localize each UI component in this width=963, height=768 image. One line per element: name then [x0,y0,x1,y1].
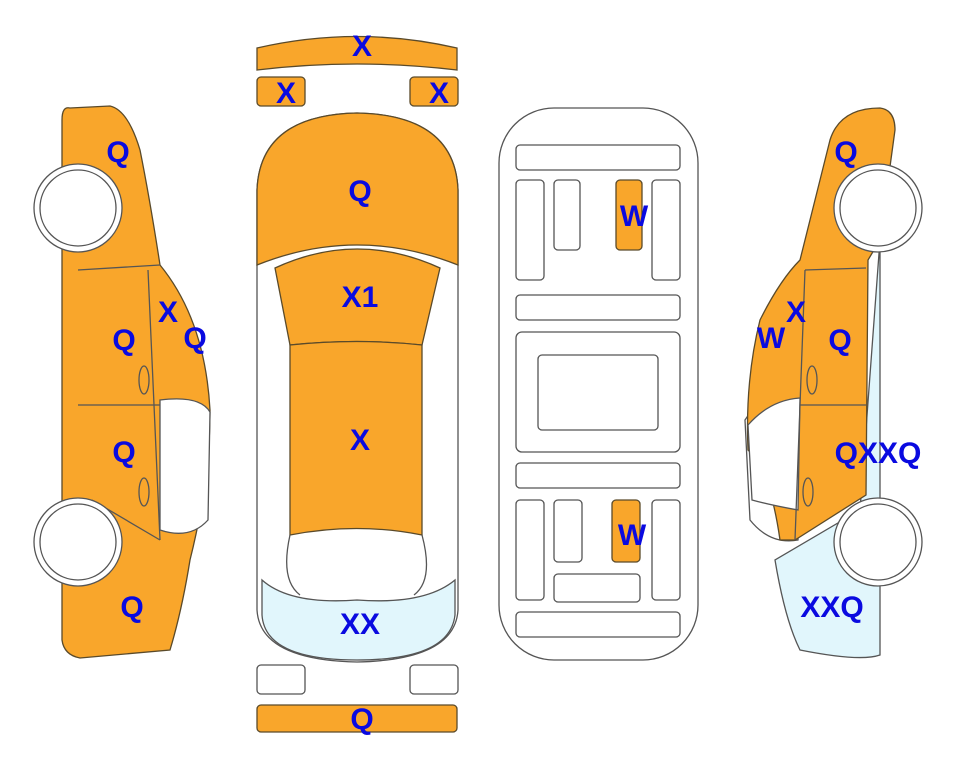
label-right-front-door: Q [828,324,851,357]
left-mirror[interactable] [256,76,306,107]
top-view [256,35,459,733]
right-rear-wheel [833,497,923,587]
label-roof-bar: X [352,30,372,63]
left-front-wheel [33,163,123,253]
label-front-seat: W [620,200,649,233]
label-right-mirror: X [429,77,449,110]
label-right-rear-door: QXXQ [835,437,922,470]
front-seat[interactable] [615,179,643,251]
label-rear-bumper: Q [350,703,373,736]
label-left-window: Q [183,322,206,355]
label-right-rear-quarter: XXQ [800,591,863,624]
hood[interactable] [256,112,459,266]
rear-bumper[interactable] [256,704,458,733]
label-rear-seat: W [618,519,647,552]
label-left-front-door: Q [112,324,135,357]
left-side-view [33,105,211,659]
roof-bar[interactable] [256,35,458,71]
rear-panel[interactable] [261,578,456,661]
label-windshield: X1 [342,281,379,314]
label-left-rear-quarter: Q [120,591,143,624]
rear-seat[interactable] [611,499,641,563]
label-right-window: W [757,322,786,355]
rear-left-light [256,664,306,695]
label-left-front-fender: Q [106,136,129,169]
label-left-a-pillar: X [158,296,178,329]
right-side-view [744,107,923,659]
right-mirror[interactable] [409,76,459,107]
left-window [159,398,211,534]
label-right-front-fender: Q [834,136,857,169]
label-hood: Q [348,175,371,208]
label-right-a-pillar: X [786,296,806,329]
label-roof: X [350,424,370,457]
label-left-mirror: X [276,77,296,110]
interior-view [498,107,699,661]
right-front-wheel [833,163,923,253]
rear-right-light [409,664,459,695]
label-left-rear-door: Q [112,436,135,469]
left-rear-wheel [33,497,123,587]
label-rear: XX [340,608,380,641]
